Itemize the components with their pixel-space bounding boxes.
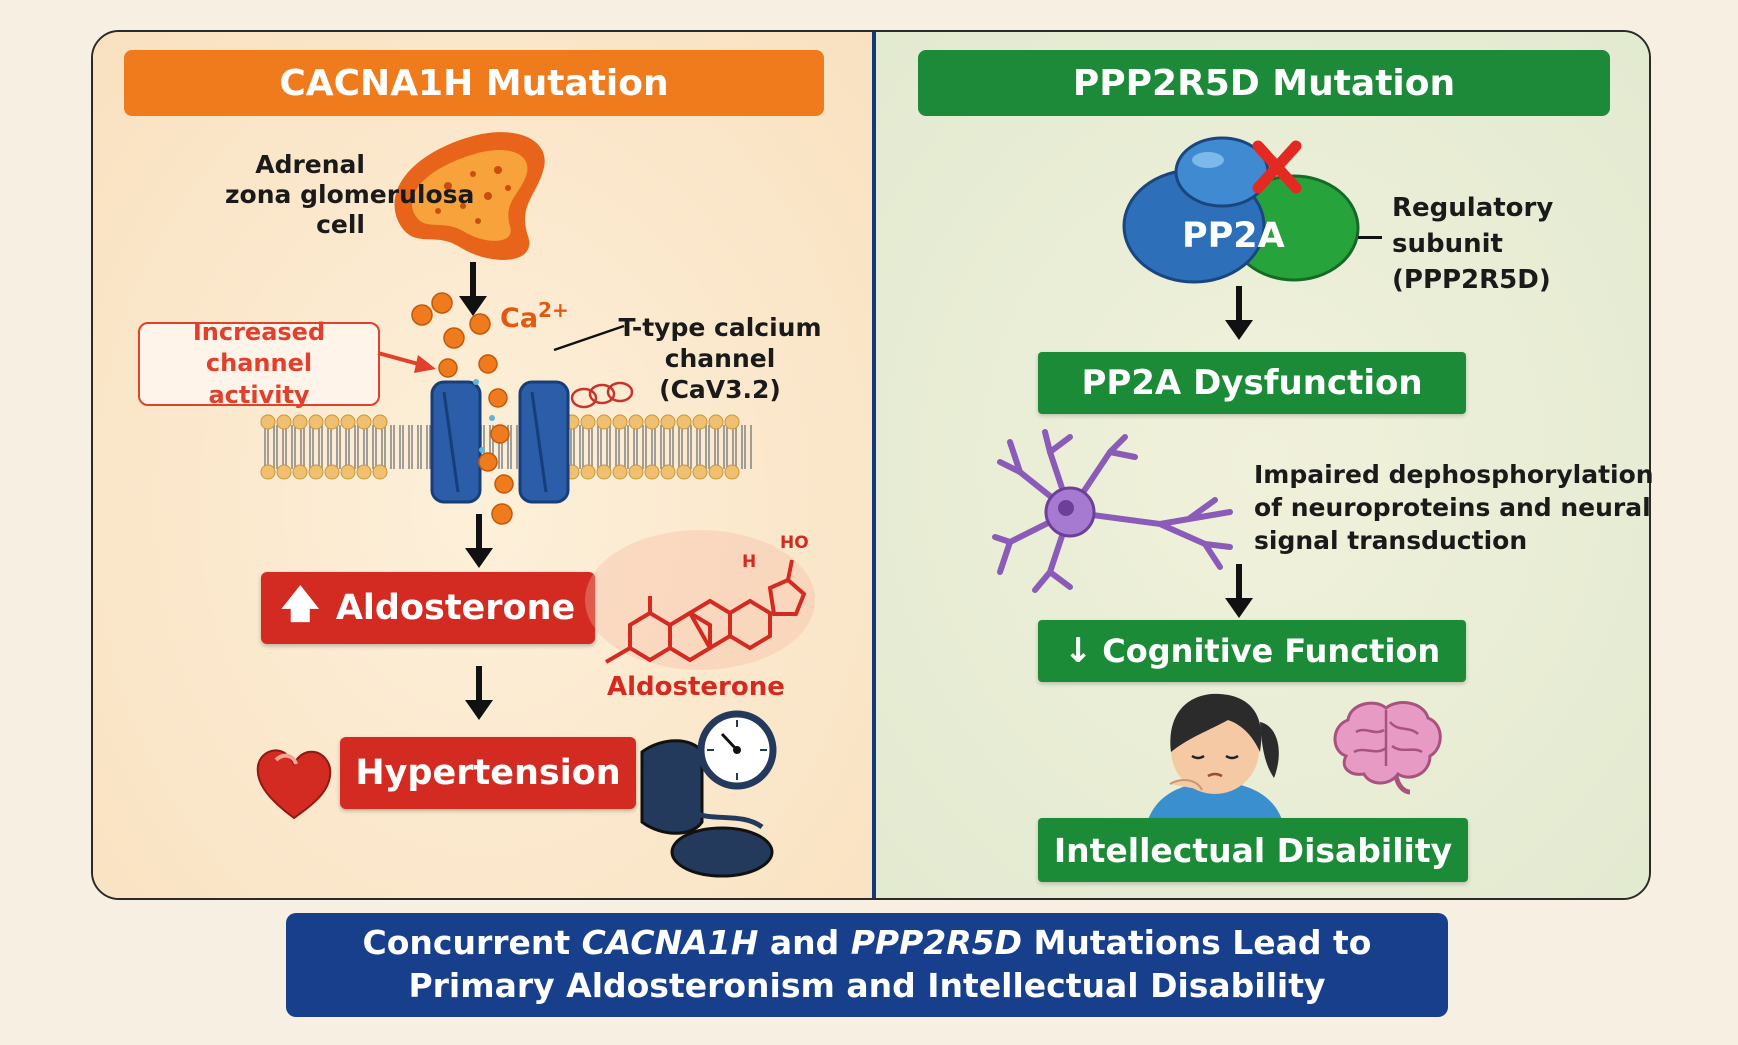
arrow-down-icon: [465, 666, 493, 720]
blood-pressure-monitor-icon: [640, 710, 777, 878]
increased-activity-callout: Increased channel activity: [138, 318, 380, 409]
adrenal-label: Adrenal zona glomerulosa cell: [225, 150, 475, 239]
subunit-label: Regulatory subunit (PPP2R5D): [1392, 193, 1554, 295]
right-header: PPP2R5D Mutation: [918, 50, 1610, 116]
left-header: CACNA1H Mutation: [124, 50, 824, 116]
structure-mark: HO: [780, 533, 809, 553]
callout-arrow-icon: [377, 351, 436, 373]
pp2a-dysfunction-box: PP2A Dysfunction: [1038, 352, 1466, 414]
neuron-icon: [992, 429, 1233, 593]
arrow-down-icon: [1225, 286, 1253, 340]
arrow-down-icon: [465, 514, 493, 568]
hypertension-box: Hypertension: [340, 737, 636, 809]
structure-mark: H: [742, 552, 756, 572]
arrow-down-icon: [1225, 564, 1253, 618]
arrow-down-icon: [459, 262, 487, 316]
conclusion-line-1: Concurrent CACNA1H and PPP2R5D Mutations…: [362, 923, 1372, 963]
conclusion-line-2: Primary Aldosteronism and Intellectual D…: [408, 966, 1326, 1005]
subunit-connector: [1358, 236, 1382, 239]
adrenal-cell-icon: [394, 132, 545, 260]
aldosterone-structure-label: Aldosterone: [607, 672, 785, 702]
calcium-ion-label: Ca2+: [500, 298, 569, 334]
channel-label: T-type calcium channel (CaV3.2): [618, 313, 822, 404]
impaired-text: Impaired dephosphorylation of neuroprote…: [1254, 460, 1654, 555]
conclusion-banner: Concurrent CACNA1H and PPP2R5D Mutations…: [286, 913, 1448, 1017]
arrow-down-icon: ↓: [1063, 631, 1093, 671]
child-icon: [1145, 693, 1285, 832]
heart-icon: [256, 749, 332, 820]
pp2a-protein-label: PP2A: [1182, 216, 1285, 256]
pp2a-complex-icon: [1122, 136, 1360, 284]
brain-icon: [1333, 701, 1442, 795]
arrow-up-icon: 🡅: [280, 581, 320, 626]
panel-divider: [872, 32, 876, 898]
aldosterone-box: 🡅 Aldosterone: [261, 572, 595, 644]
intellectual-disability-box: Intellectual Disability: [1038, 818, 1468, 882]
aldosterone-structure-icon: HO H: [585, 530, 815, 670]
calcium-channel-membrane-icon: [260, 292, 752, 525]
cognitive-function-box: ↓ Cognitive Function: [1038, 620, 1466, 682]
